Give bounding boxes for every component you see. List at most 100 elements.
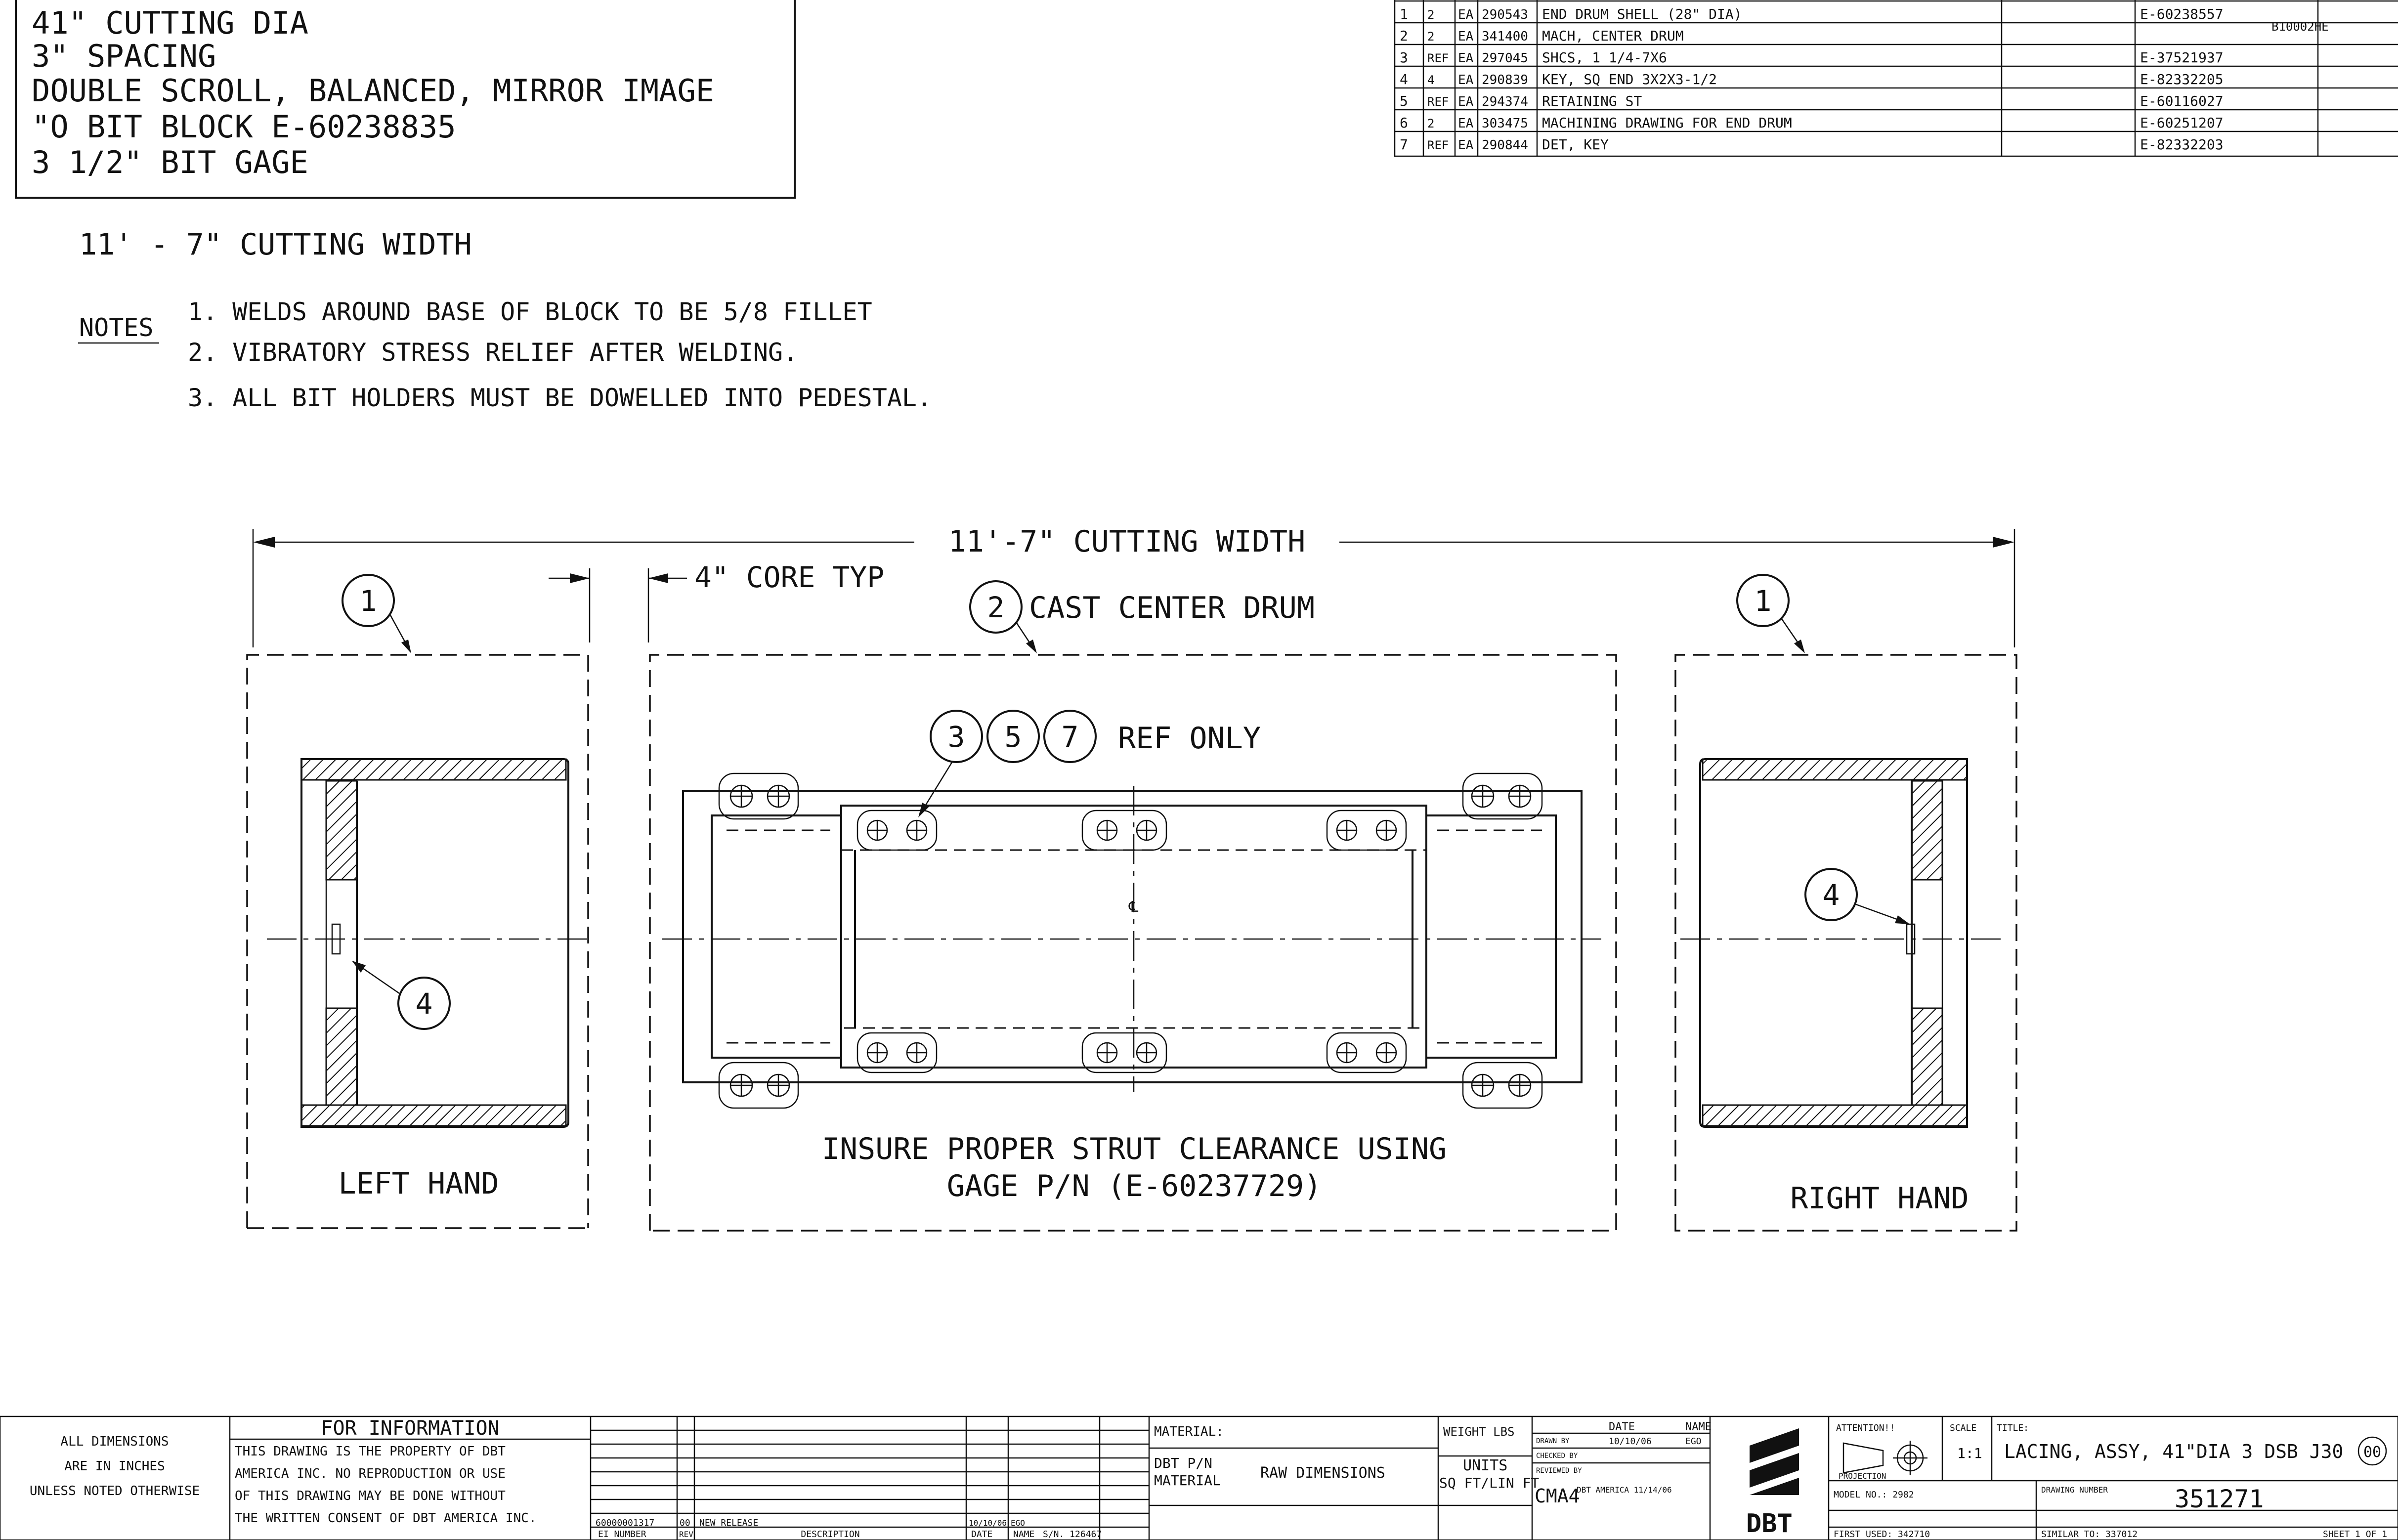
right-hand-view (1680, 758, 2002, 1128)
parts-cell: REF (1427, 51, 1449, 65)
for-information: FOR INFORMATION (321, 1417, 499, 1440)
strut-note-line-2: GAGE P/N (E-60237729) (947, 1169, 1322, 1203)
left-hand-label: LEFT HAND (338, 1166, 499, 1201)
reviewed-by: REVIEWED BY (1536, 1467, 1582, 1475)
cutting-width-heading: 11' - 7" CUTTING WIDTH (79, 227, 472, 262)
spec-line-1: 41" CUTTING DIA (32, 5, 308, 41)
serial-number: S/N. 126467 (1043, 1529, 1102, 1540)
parts-cell: 4 (1427, 73, 1434, 87)
parts-cell: E-82332203 (2140, 136, 2224, 153)
parts-cell: DET, KEY (1542, 136, 1609, 153)
center-drum-view: ℄ (662, 772, 1601, 1109)
weight-label: WEIGHT LBS (1443, 1425, 1515, 1439)
parts-cell: EA (1458, 138, 1474, 153)
checked-by: CHECKED BY (1536, 1452, 1578, 1460)
balloon-3-label: 3 (948, 720, 965, 754)
core-typ-label: 4" CORE TYP (694, 560, 884, 594)
parts-cell: MACH, CENTER DRUM (1542, 28, 1684, 44)
raw-dimensions-label: RAW DIMENSIONS (1260, 1464, 1385, 1482)
rev-name: EGO (1011, 1518, 1025, 1528)
balloon-4-left (397, 977, 451, 1030)
parts-cell: 2 (1427, 117, 1434, 130)
date-label: DATE (971, 1529, 992, 1540)
balloon-4-right-label: 4 (1823, 878, 1840, 912)
balloon-1-left (342, 574, 395, 627)
title-block: ALL DIMENSIONS ARE IN INCHES UNLESS NOTE… (0, 1415, 2398, 1540)
notes-label: NOTES (79, 313, 154, 342)
parts-cell: MACHINING DRAWING FOR END DRUM (1542, 115, 1792, 131)
balloon-7 (1043, 710, 1097, 763)
parts-cell: KEY, SQ END 3X2X3-1/2 (1542, 71, 1717, 87)
parts-cell: E-60238557 (2140, 6, 2224, 22)
rev-ei-number: 60000001317 (596, 1518, 654, 1528)
notes: NOTES 1. WELDS AROUND BASE OF BLOCK TO B… (78, 298, 932, 412)
parts-cell: 2 (1427, 8, 1434, 22)
parts-cell: EA (1458, 116, 1474, 131)
parts-cell: REF (1427, 95, 1449, 109)
description-label: DESCRIPTION (801, 1529, 859, 1540)
drawn-by: DRAWN BY (1536, 1437, 1570, 1445)
scale-label: SCALE (1950, 1423, 1976, 1433)
parts-cell: E-60116027 (2140, 93, 2224, 109)
rev-number: 00 (680, 1518, 690, 1528)
property-line-2: AMERICA INC. NO REPRODUCTION OR USE (235, 1466, 506, 1481)
balloon-2-label: 2 (987, 591, 1005, 624)
projection-label: PROJECTION (1839, 1471, 1886, 1481)
parts-cell: REF (1427, 138, 1449, 152)
parts-cell: RETAINING ST (1542, 93, 1642, 109)
parts-extra: B10002HE (2271, 20, 2329, 34)
ref-only-label: REF ONLY (1118, 721, 1261, 756)
first-used: FIRST USED: 342710 (1834, 1529, 1930, 1540)
parts-cell: 7 (1400, 136, 1408, 153)
parts-cell: EA (1458, 29, 1474, 44)
rev-label: REV (679, 1530, 693, 1539)
parts-cell: E-82332205 (2140, 71, 2224, 87)
strut-note-line-1: INSURE PROPER STRUT CLEARANCE USING (822, 1132, 1447, 1166)
dbt-pn-label: DBT P/N (1154, 1455, 1212, 1471)
balloon-3 (930, 710, 983, 763)
balloon-4-right (1804, 868, 1858, 921)
balloon-5 (986, 710, 1040, 763)
dims-line-3: UNLESS NOTED OTHERWISE (30, 1484, 200, 1498)
title-label: TITLE: (1997, 1423, 2029, 1433)
parts-cell: END DRUM SHELL (28" DIA) (1542, 6, 1742, 22)
date-value: 10/10/06 (1609, 1436, 1652, 1447)
similar-to: SIMILAR TO: 337012 (2041, 1529, 2138, 1540)
parts-cell: 290543 (1482, 7, 1528, 22)
balloons: 1 1 2 CAST CENTER DRUM 3 5 7 REF ONLY 4 … (342, 574, 1858, 1030)
parts-cell: 341400 (1482, 29, 1528, 44)
balloon-4-left-label: 4 (416, 987, 433, 1021)
note-2: 2. VIBRATORY STRESS RELIEF AFTER WELDING… (188, 338, 798, 367)
title-revision: 00 (2363, 1444, 2381, 1461)
parts-cell: EA (1458, 73, 1474, 87)
spec-box: 41" CUTTING DIA 3" SPACING DOUBLE SCROLL… (15, 0, 796, 199)
parts-cell: EA (1458, 94, 1474, 109)
parts-cell: EA (1458, 51, 1474, 66)
parts-cell: 5 (1400, 93, 1408, 109)
parts-cell: 303475 (1482, 116, 1528, 131)
spec-line-4: "O BIT BLOCK E-60238835 (32, 109, 456, 145)
balloon-1-left-label: 1 (360, 584, 377, 618)
dbt-america-stamp: DBT AMERICA 11/14/06 (1577, 1485, 1672, 1495)
material-label-2: MATERIAL (1154, 1472, 1221, 1489)
left-hand-view (267, 758, 588, 1128)
dbt-logo: DBT (1746, 1428, 1799, 1539)
sheet-number: SHEET 1 OF 1 (2323, 1529, 2387, 1540)
spec-line-2: 3" SPACING (32, 38, 216, 74)
name-value: EGO (1685, 1436, 1702, 1447)
scale-value: 1:1 (1957, 1445, 1982, 1461)
ei-number-label: EI NUMBER (598, 1529, 646, 1540)
note-1: 1. WELDS AROUND BASE OF BLOCK TO BE 5/8 … (188, 298, 872, 326)
balloon-5-label: 5 (1005, 720, 1022, 754)
parts-cell: 290839 (1482, 73, 1528, 87)
drawing-number: 351271 (2175, 1485, 2264, 1513)
property-line-3: OF THIS DRAWING MAY BE DONE WITHOUT (235, 1489, 506, 1503)
balloon-7-label: 7 (1062, 720, 1079, 754)
material-label: MATERIAL: (1154, 1424, 1224, 1439)
property-line-1: THIS DRAWING IS THE PROPERTY OF DBT (235, 1444, 506, 1459)
name-label: NAME (1013, 1529, 1034, 1540)
assembly-drawing: 11'-7" CUTTING WIDTH 4" CORE TYP (246, 524, 2017, 1232)
dims-line-1: ALL DIMENSIONS (60, 1434, 169, 1449)
